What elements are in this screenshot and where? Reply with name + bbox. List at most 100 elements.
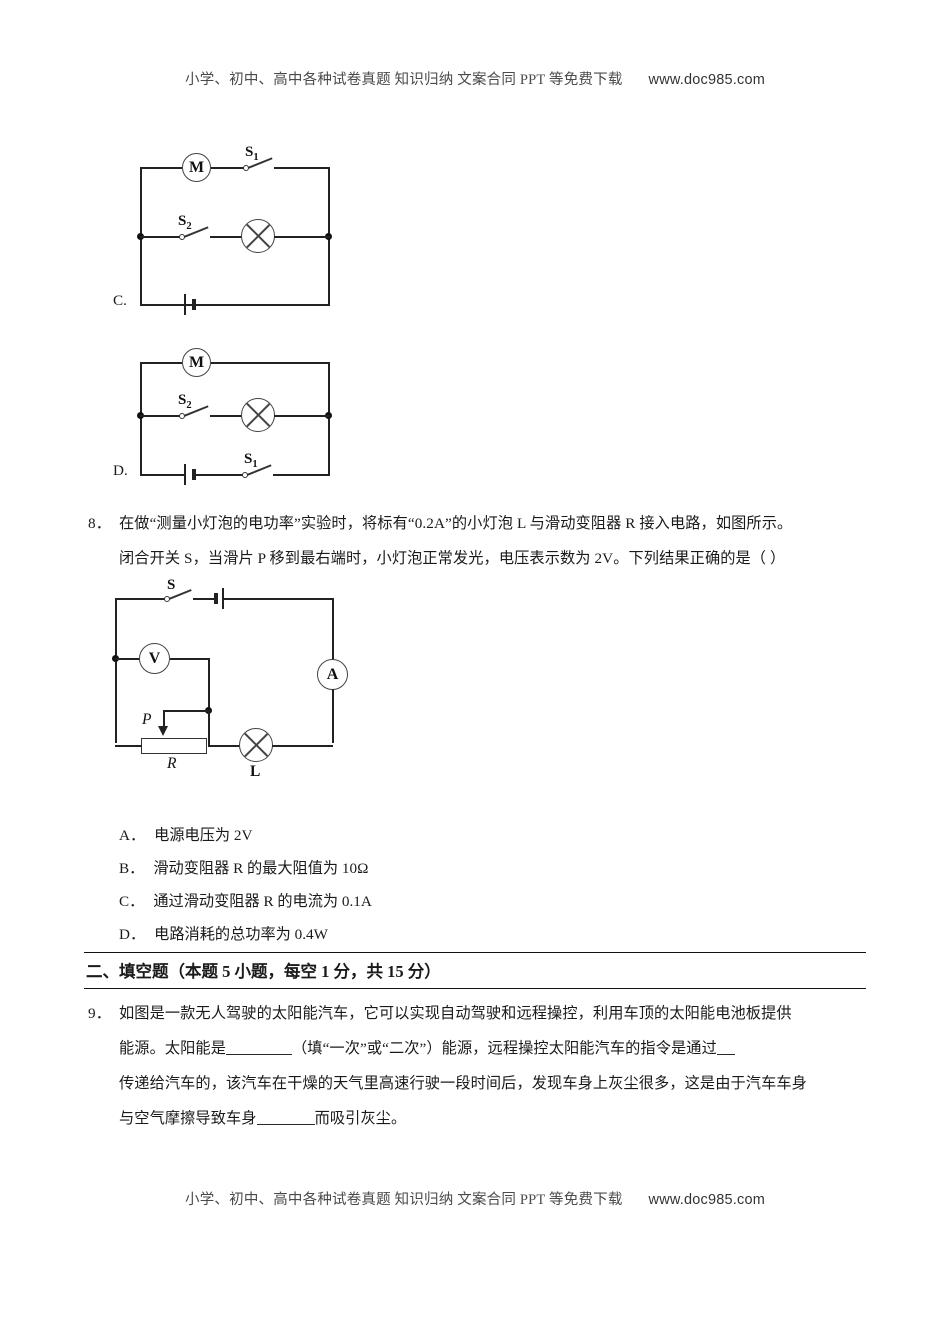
- choice-letter-d: D.: [113, 462, 128, 479]
- wire-right-upper: [332, 598, 334, 660]
- wire-bottom-mid: [196, 474, 243, 476]
- question-9-number: 9．: [88, 1005, 111, 1022]
- switch-s2-label: S2: [178, 213, 192, 232]
- option-d: D． 电路消耗的总功率为 0.4W: [119, 922, 328, 944]
- option-a: A． 电源电压为 2V: [119, 823, 252, 845]
- option-b: B． 滑动变阻器 R 的最大阻值为 10Ω: [119, 856, 368, 878]
- option-c: C． 通过滑动变阻器 R 的电流为 0.1A: [119, 889, 372, 911]
- footer-watermark: 小学、初中、高中各种试卷真题 知识归纳 文案合同 PPT 等免费下载 www.do…: [0, 1188, 950, 1209]
- rheostat-body: [141, 738, 207, 754]
- wire-voltmeter-drop: [208, 658, 210, 710]
- motor-label: M: [188, 353, 205, 371]
- battery-long-plate: [184, 294, 186, 315]
- section-2-title: 二、填空题（本题 5 小题，每空 1 分，共 15 分）: [86, 962, 441, 981]
- wire-slider-arm: [163, 710, 209, 712]
- wire-bottom-right: [273, 474, 330, 476]
- footer-watermark-url: www.doc985.com: [648, 1192, 765, 1208]
- wire-mid-left: [140, 236, 180, 238]
- wire-top-mid: [193, 598, 215, 600]
- section-divider-bottom: [84, 988, 866, 989]
- wire-top-right: [274, 167, 330, 169]
- option-d-key: D．: [119, 926, 146, 943]
- wire-right: [328, 362, 330, 476]
- lamp-symbol: [239, 728, 273, 762]
- battery-long-plate: [184, 464, 186, 485]
- wire-bottom-left: [140, 474, 185, 476]
- ammeter-label: A: [326, 665, 339, 683]
- question-9-line-4b: 而吸引灰尘。: [314, 1110, 407, 1127]
- wire-bottom-left: [115, 745, 142, 747]
- switch-s1-label: S1: [245, 144, 259, 163]
- wire-bottom-right: [272, 745, 333, 747]
- footer-watermark-text: 小学、初中、高中各种试卷真题 知识归纳 文案合同 PPT 等免费下载: [185, 1192, 623, 1208]
- header-watermark-text: 小学、初中、高中各种试卷真题 知识归纳 文案合同 PPT 等免费下载: [185, 72, 623, 88]
- switch-s2-label: S2: [178, 392, 192, 411]
- option-b-key: B．: [119, 860, 145, 877]
- motor-symbol: M: [182, 348, 211, 377]
- wire-mid-left: [140, 415, 180, 417]
- lamp-label-l: L: [250, 763, 261, 780]
- wire-mid-center: [210, 415, 242, 417]
- battery-long-plate: [222, 588, 224, 609]
- question-9-line-4a: 与空气摩擦导致车身: [119, 1110, 257, 1127]
- voltmeter-symbol: V: [139, 643, 170, 674]
- wire-voltmeter-right: [170, 658, 209, 660]
- wire-bottom: [140, 304, 330, 306]
- wire-top-right: [211, 362, 330, 364]
- circuit-diagram-question-8: S A V P R L: [112, 577, 348, 780]
- voltmeter-label: V: [148, 649, 161, 667]
- wire-mid-right: [274, 236, 330, 238]
- option-c-text: 通过滑动变阻器 R 的电流为 0.1A: [153, 893, 372, 910]
- switch-s-label: S: [167, 577, 176, 593]
- question-8-line-2: 闭合开关 S，当滑片 P 移到最右端时，小灯泡正常发光，电压表示数为 2V。下列…: [119, 550, 786, 567]
- question-9-line-2b: （填“一次”或“二次”）能源，远程操控太阳能汽车的指令是通过: [292, 1040, 717, 1057]
- ammeter-symbol: A: [317, 659, 348, 690]
- wire-left: [140, 362, 142, 476]
- wire-mid-center: [210, 236, 242, 238]
- switch-s1-label: S1: [244, 451, 258, 470]
- wire-voltmeter-left: [115, 658, 140, 660]
- motor-symbol: M: [182, 153, 211, 182]
- option-b-text: 滑动变阻器 R 的最大阻值为 10Ω: [153, 860, 369, 877]
- wire-mid-right: [274, 415, 330, 417]
- header-watermark-url: www.doc985.com: [648, 72, 765, 88]
- lamp-symbol: [241, 219, 275, 253]
- slider-label-p: P: [142, 711, 152, 728]
- slider-arrow-icon: [158, 726, 168, 736]
- question-8-number: 8．: [88, 515, 111, 532]
- choice-letter-c: C.: [113, 292, 127, 309]
- rheostat-label-r: R: [167, 755, 177, 772]
- wire-top-left: [140, 167, 182, 169]
- question-9-line-2a: 能源。太阳能是: [119, 1040, 227, 1057]
- answer-blank-1[interactable]: [226, 1054, 293, 1055]
- option-d-text: 电路消耗的总功率为 0.4W: [154, 926, 328, 943]
- slider-stem: [163, 710, 165, 729]
- wire-bottom-mid: [208, 745, 240, 747]
- wire-top-mid: [211, 167, 244, 169]
- section-divider-top: [84, 952, 866, 953]
- wire-top-left: [140, 362, 182, 364]
- option-a-key: A．: [119, 827, 146, 844]
- wire-top-left: [115, 598, 165, 600]
- circuit-diagram-option-c: M S1 S2: [137, 144, 332, 315]
- answer-blank-2[interactable]: [716, 1054, 735, 1055]
- wire-top-right: [224, 598, 334, 600]
- option-a-text: 电源电压为 2V: [154, 827, 253, 844]
- battery-short-plate: [192, 299, 196, 310]
- question-9-line-1: 如图是一款无人驾驶的太阳能汽车，它可以实现自动驾驶和远程操控，利用车顶的太阳能电…: [119, 1005, 792, 1022]
- header-watermark: 小学、初中、高中各种试卷真题 知识归纳 文案合同 PPT 等免费下载 www.do…: [0, 68, 950, 89]
- battery-short-plate: [214, 593, 218, 604]
- wire-right-lower: [332, 689, 334, 743]
- question-8-line-1: 在做“测量小灯泡的电功率”实验时，将标有“0.2A”的小灯泡 L 与滑动变阻器 …: [119, 515, 793, 532]
- lamp-symbol: [241, 398, 275, 432]
- wire-left: [115, 598, 117, 743]
- option-c-key: C．: [119, 893, 145, 910]
- circuit-diagram-option-d: M S2 S1: [137, 345, 332, 485]
- question-9-line-3: 传递给汽车的，该汽车在干燥的天气里高速行驶一段时间后，发现车身上灰尘很多，这是由…: [119, 1075, 807, 1092]
- question-9-line-4: 与空气摩擦导致车身 而吸引灰尘。: [119, 1103, 406, 1134]
- wire-rheostat-right-drop: [208, 710, 210, 746]
- question-9-line-2: 能源。太阳能是 （填“一次”或“二次”）能源，远程操控太阳能汽车的指令是通过: [119, 1033, 735, 1064]
- answer-blank-3[interactable]: [256, 1124, 315, 1125]
- motor-label: M: [188, 158, 205, 176]
